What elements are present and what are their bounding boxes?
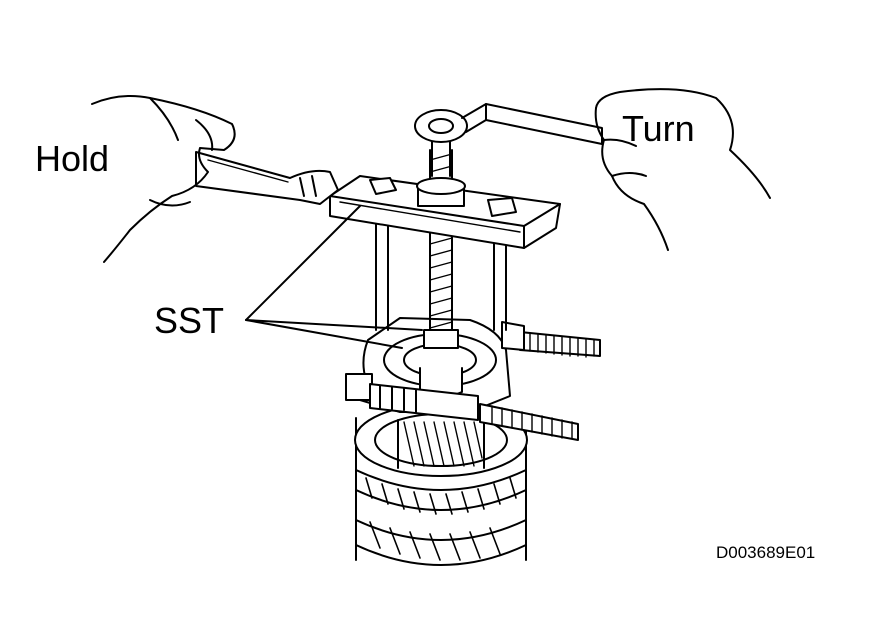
hand-icon bbox=[91, 95, 236, 263]
wrench-icon bbox=[414, 103, 603, 177]
turn-label: Turn bbox=[622, 108, 695, 149]
figure-code: D003689E01 bbox=[716, 543, 816, 562]
bolt-icon bbox=[501, 321, 601, 358]
hold-label: Hold bbox=[35, 138, 110, 179]
hand-icon bbox=[594, 88, 771, 251]
bolt-icon bbox=[345, 373, 579, 441]
sst-label: SST bbox=[154, 300, 225, 341]
wrench-icon bbox=[195, 151, 339, 205]
puller-crossbar bbox=[329, 175, 561, 249]
sst-leader-lines bbox=[245, 205, 423, 349]
gear-stack bbox=[354, 403, 528, 566]
